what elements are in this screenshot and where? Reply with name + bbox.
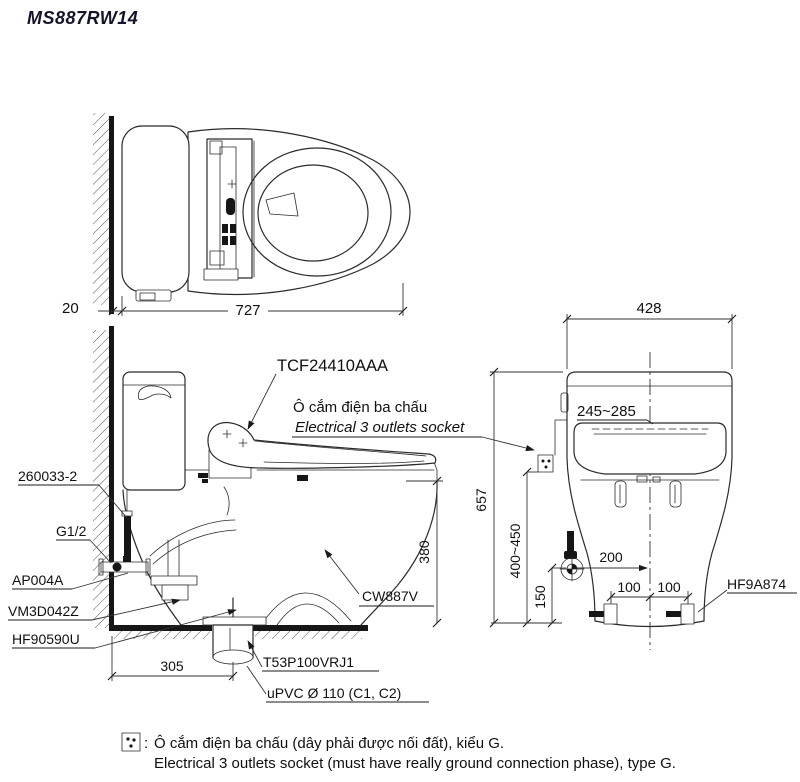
drain-flange [202, 616, 267, 626]
label-drain-pipe: uPVC Ø 110 (C1, C2) [267, 685, 401, 701]
tank-handle [135, 289, 172, 302]
rim-connector [297, 475, 308, 481]
pedestal-left [566, 457, 596, 622]
dim-wall-gap: 20 [62, 300, 79, 317]
seat-bolt-right [669, 480, 682, 508]
floor-line-right [253, 625, 368, 631]
legend: : Ô cắm điện ba chấu (dây phải được nối … [121, 732, 676, 772]
panel-button-large [226, 198, 235, 215]
bidet-seat [207, 421, 437, 469]
leader-seat [247, 373, 277, 430]
label-flange: T53P100VRJ1 [263, 654, 354, 670]
label-seal: HF90590U [12, 631, 80, 647]
legend-line2: Electrical 3 outlets socket (must have r… [154, 755, 676, 772]
dim-total-height: 657 [473, 488, 489, 512]
page-title: MS887RW14 [27, 8, 138, 28]
supply-hose-front [567, 531, 574, 553]
dim-rough-in: 305 [160, 658, 184, 674]
socket-legend-icon [121, 732, 141, 752]
panel-buttons [222, 224, 236, 245]
legend-line1: Ô cắm điện ba chấu (dây phải được nối đấ… [154, 735, 504, 752]
dim-depth: 727 [235, 302, 260, 319]
label-socket-en: Electrical 3 outlets socket [295, 419, 465, 436]
pedestal-right [703, 457, 733, 622]
wall-line-side [109, 326, 114, 630]
bowl-opening [257, 164, 369, 262]
drain-pipe-mouth [212, 649, 254, 665]
supply-hose [124, 516, 131, 557]
dim-bolt-left: 100 [617, 579, 641, 595]
trapway-outer [260, 592, 352, 626]
side-view: TCF24410AAA Ô cắm điện ba chấu Electrica… [8, 326, 535, 703]
label-bowl-model: CW887V [362, 588, 419, 604]
dim-valve-height: 150 [532, 585, 548, 609]
bowl-rear-outline [122, 489, 182, 626]
tank-side-button [560, 392, 569, 413]
floor-hatch-left [112, 631, 210, 639]
dim-socket-height: 400~450 [507, 523, 523, 578]
socket-icon [537, 454, 554, 473]
label-connector: VM3D042Z [8, 603, 79, 619]
dim-bowl-height: 380 [416, 540, 432, 564]
front-view: 428 245~285 657 400~450 150 200 100 100 … [473, 300, 797, 650]
label-bolt-cap: HF9A874 [727, 576, 786, 592]
bowl-front-outline [360, 481, 438, 626]
wall-hatch [93, 113, 109, 305]
plus-mark-icon [227, 179, 237, 189]
seat-outline [242, 147, 392, 277]
tank-handle-detail [139, 292, 156, 301]
trapway-inner [276, 603, 340, 626]
label-hose: 260033-2 [18, 468, 77, 484]
seat-bolt-left [614, 480, 627, 508]
dim-valve-offset: 200 [599, 549, 623, 565]
label-socket-vi: Ô cắm điện ba chấu [293, 399, 427, 416]
fill-valve-flange [150, 575, 198, 586]
top-view: 20 727 [62, 113, 411, 319]
label-seat-model: TCF24410AAA [277, 357, 388, 375]
dim-bolt-right: 100 [657, 579, 681, 595]
floor-bolt-right [680, 603, 695, 625]
stop-valve [100, 561, 149, 573]
label-thread: G1/2 [56, 523, 87, 539]
fill-valve-stem [161, 584, 189, 601]
dim-lid-range: 245~285 [577, 403, 636, 420]
wall-line [109, 116, 114, 314]
flush-button [137, 385, 172, 401]
hinge-plus-icon [222, 429, 232, 439]
tank-front [566, 371, 733, 459]
panel-hinge-bottom [209, 250, 225, 266]
hinge-plus-icon [238, 438, 248, 448]
tank-side [122, 371, 186, 491]
flush-spot [265, 192, 299, 217]
leader-socket [481, 436, 535, 452]
legend-separator: : [144, 735, 148, 752]
wall-hatch-side [93, 330, 109, 628]
seat-front [573, 422, 727, 475]
panel-hinge-top [209, 140, 223, 155]
floor-hatch-right [255, 631, 362, 639]
floor-line-left [109, 625, 212, 631]
tank-top [121, 125, 190, 293]
label-stop-valve: AP004A [12, 572, 64, 588]
panel-bracket [203, 268, 239, 281]
dim-width: 428 [636, 300, 661, 317]
floor-bolt-left [603, 603, 618, 625]
